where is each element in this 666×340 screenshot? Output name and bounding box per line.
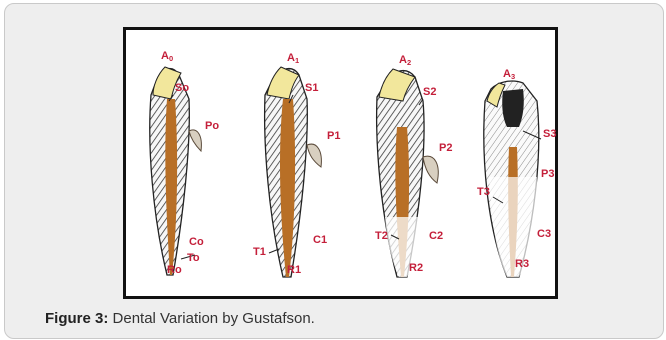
cementum-label-3: C3	[537, 228, 551, 240]
tooth-3	[484, 81, 539, 277]
transparency-label-1: T1	[253, 246, 266, 258]
periodontosis-label-0: Po	[205, 120, 219, 132]
apex-label-3: A3	[503, 68, 515, 81]
cementum-label-1: C1	[313, 234, 327, 246]
periodontosis-label-2: P2	[439, 142, 452, 154]
root-resorption-label-3: R3	[515, 258, 529, 270]
dental-diagram: A0 So Po Co To Ro A1 S1 P1 C1 T1 R1 A2 S…	[123, 27, 558, 299]
secondary-dentine-label-0: So	[175, 82, 189, 94]
apex-label-1: A1	[287, 52, 299, 65]
transparency-label-0: To	[187, 252, 200, 264]
transparency-label-2: T2	[375, 230, 388, 242]
secondary-dentine-label-2: S2	[423, 86, 436, 98]
caption-text: Dental Variation by Gustafson.	[113, 310, 315, 327]
secondary-dentine-label-1: S1	[305, 82, 318, 94]
figure-caption: Figure 3: Dental Variation by Gustafson.	[45, 310, 315, 327]
root-resorption-label-1: R1	[287, 264, 301, 276]
cementum-label-0: Co	[189, 236, 204, 248]
secondary-dentine-label-3: S3	[543, 128, 556, 140]
caption-label: Figure 3:	[45, 310, 108, 327]
periodontosis-label-3: P3	[541, 168, 554, 180]
root-resorption-label-0: Ro	[167, 264, 182, 276]
figure-image: A0 So Po Co To Ro A1 S1 P1 C1 T1 R1 A2 S…	[123, 27, 558, 299]
periodontosis-label-1: P1	[327, 130, 340, 142]
apex-label-0: A0	[161, 50, 173, 63]
figure-panel: A0 So Po Co To Ro A1 S1 P1 C1 T1 R1 A2 S…	[4, 3, 664, 339]
cementum-label-2: C2	[429, 230, 443, 242]
tooth-2	[377, 69, 439, 277]
root-resorption-label-2: R2	[409, 262, 423, 274]
transparency-label-3: T3	[477, 186, 490, 198]
apex-label-2: A2	[399, 54, 411, 67]
